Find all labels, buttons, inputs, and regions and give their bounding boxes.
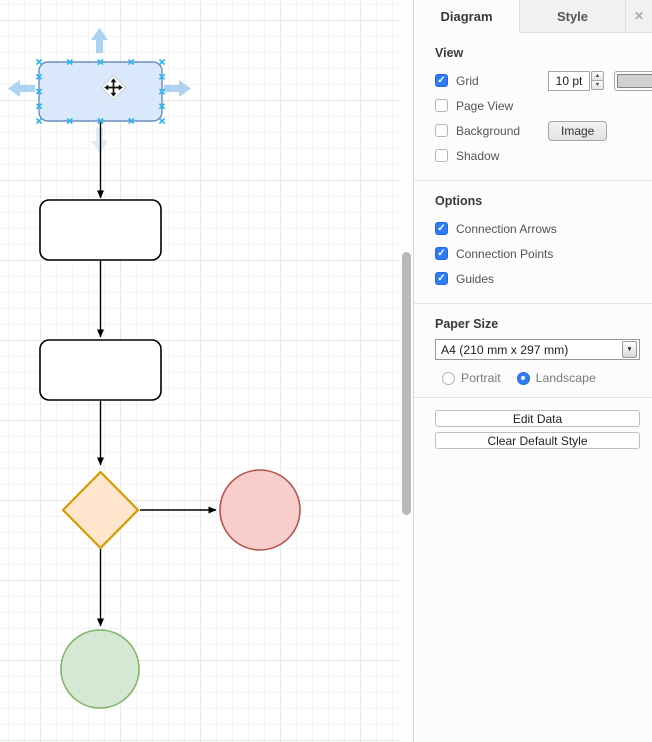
connection-arrows-checkbox[interactable]: ✓ [435,222,448,235]
portrait-radio[interactable] [442,371,455,385]
shadow-row: ✓ Shadow [435,143,640,168]
paper-size-select[interactable]: A4 (210 mm x 297 mm) ▼ [435,339,640,360]
shadow-checkbox[interactable]: ✓ [435,149,448,162]
check-icon: ✓ [437,247,446,259]
grid-color-swatch [617,73,652,88]
grid-size-stepper: ▲ ▼ [591,71,604,90]
section-divider [414,303,652,304]
connection-points-checkbox[interactable]: ✓ [435,247,448,260]
move-cursor-icon [100,74,127,101]
direction-arrow-right-icon[interactable] [164,80,191,97]
edges[interactable] [97,121,217,627]
check-icon: ✓ [437,74,446,86]
background-label: Background [456,123,521,138]
diagram-canvas[interactable] [0,0,413,742]
scrollbar-thumb[interactable] [402,252,411,515]
shadow-label: Shadow [456,148,500,163]
page-view-checkbox[interactable]: ✓ [435,99,448,112]
node-process-2[interactable] [39,339,162,401]
options-heading: Options [435,194,483,208]
grid-checkbox[interactable]: ✓ [435,74,448,87]
background-checkbox[interactable]: ✓ [435,124,448,137]
check-icon: ✓ [437,222,446,234]
radio-dot-icon [521,376,526,380]
connection-arrows-label: Connection Arrows [456,221,557,236]
portrait-label: Portrait [461,371,501,385]
paper-size-value: A4 (210 mm x 297 mm) [441,342,569,357]
direction-arrows[interactable] [8,28,191,153]
grid-color-button[interactable] [614,70,652,91]
view-heading: View [435,46,464,60]
stepper-down-icon[interactable]: ▼ [591,80,604,90]
guides-label: Guides [456,271,495,286]
diagram-svg [8,28,301,709]
connection-arrows-row: ✓ Connection Arrows [435,216,640,241]
format-panel: Diagram Style ✕ View ✓ Grid ▲ ▼ [413,0,652,742]
check-icon: ✓ [437,272,446,284]
grid-label: Grid [456,73,479,88]
node-start[interactable] [38,61,163,122]
close-panel-icon[interactable]: ✕ [633,9,645,23]
page-view-row: ✓ Page View [435,93,640,118]
grid-size-input[interactable] [548,70,590,91]
background-row: ✓ Background Image [435,118,640,143]
section-divider [414,397,652,398]
format-panel-tabs: Diagram Style ✕ [414,0,652,33]
orientation-row: Portrait Landscape [435,371,640,385]
connection-points-row: ✓ Connection Points [435,241,640,266]
panel-footer: Edit Data Clear Default Style [435,410,640,449]
tab-diagram[interactable]: Diagram [414,0,520,33]
landscape-label: Landscape [535,371,596,385]
edit-data-button[interactable]: Edit Data [435,410,640,427]
connection-points-label: Connection Points [456,246,554,261]
grid-row: ✓ Grid ▲ ▼ [435,68,652,93]
node-process-1[interactable] [39,199,162,261]
node-terminal-right[interactable] [219,469,301,551]
select-dropdown-icon[interactable]: ▼ [622,341,637,358]
node-decision[interactable] [61,470,140,550]
node-terminal-bottom[interactable] [60,629,140,709]
section-divider [414,180,652,181]
direction-arrow-down-icon[interactable] [91,128,108,153]
landscape-radio[interactable] [516,371,530,385]
background-image-button[interactable]: Image [548,120,608,141]
clear-default-style-button[interactable]: Clear Default Style [435,432,640,449]
direction-arrow-left-icon[interactable] [8,80,35,97]
guides-row: ✓ Guides [435,266,640,291]
panel-content: View ✓ Grid ▲ ▼ [414,33,652,449]
paper-size-heading: Paper Size [435,317,499,331]
tab-style[interactable]: Style [520,0,626,32]
page-view-label: Page View [456,98,514,113]
guides-checkbox[interactable]: ✓ [435,272,448,285]
direction-arrow-up-icon[interactable] [91,28,108,53]
